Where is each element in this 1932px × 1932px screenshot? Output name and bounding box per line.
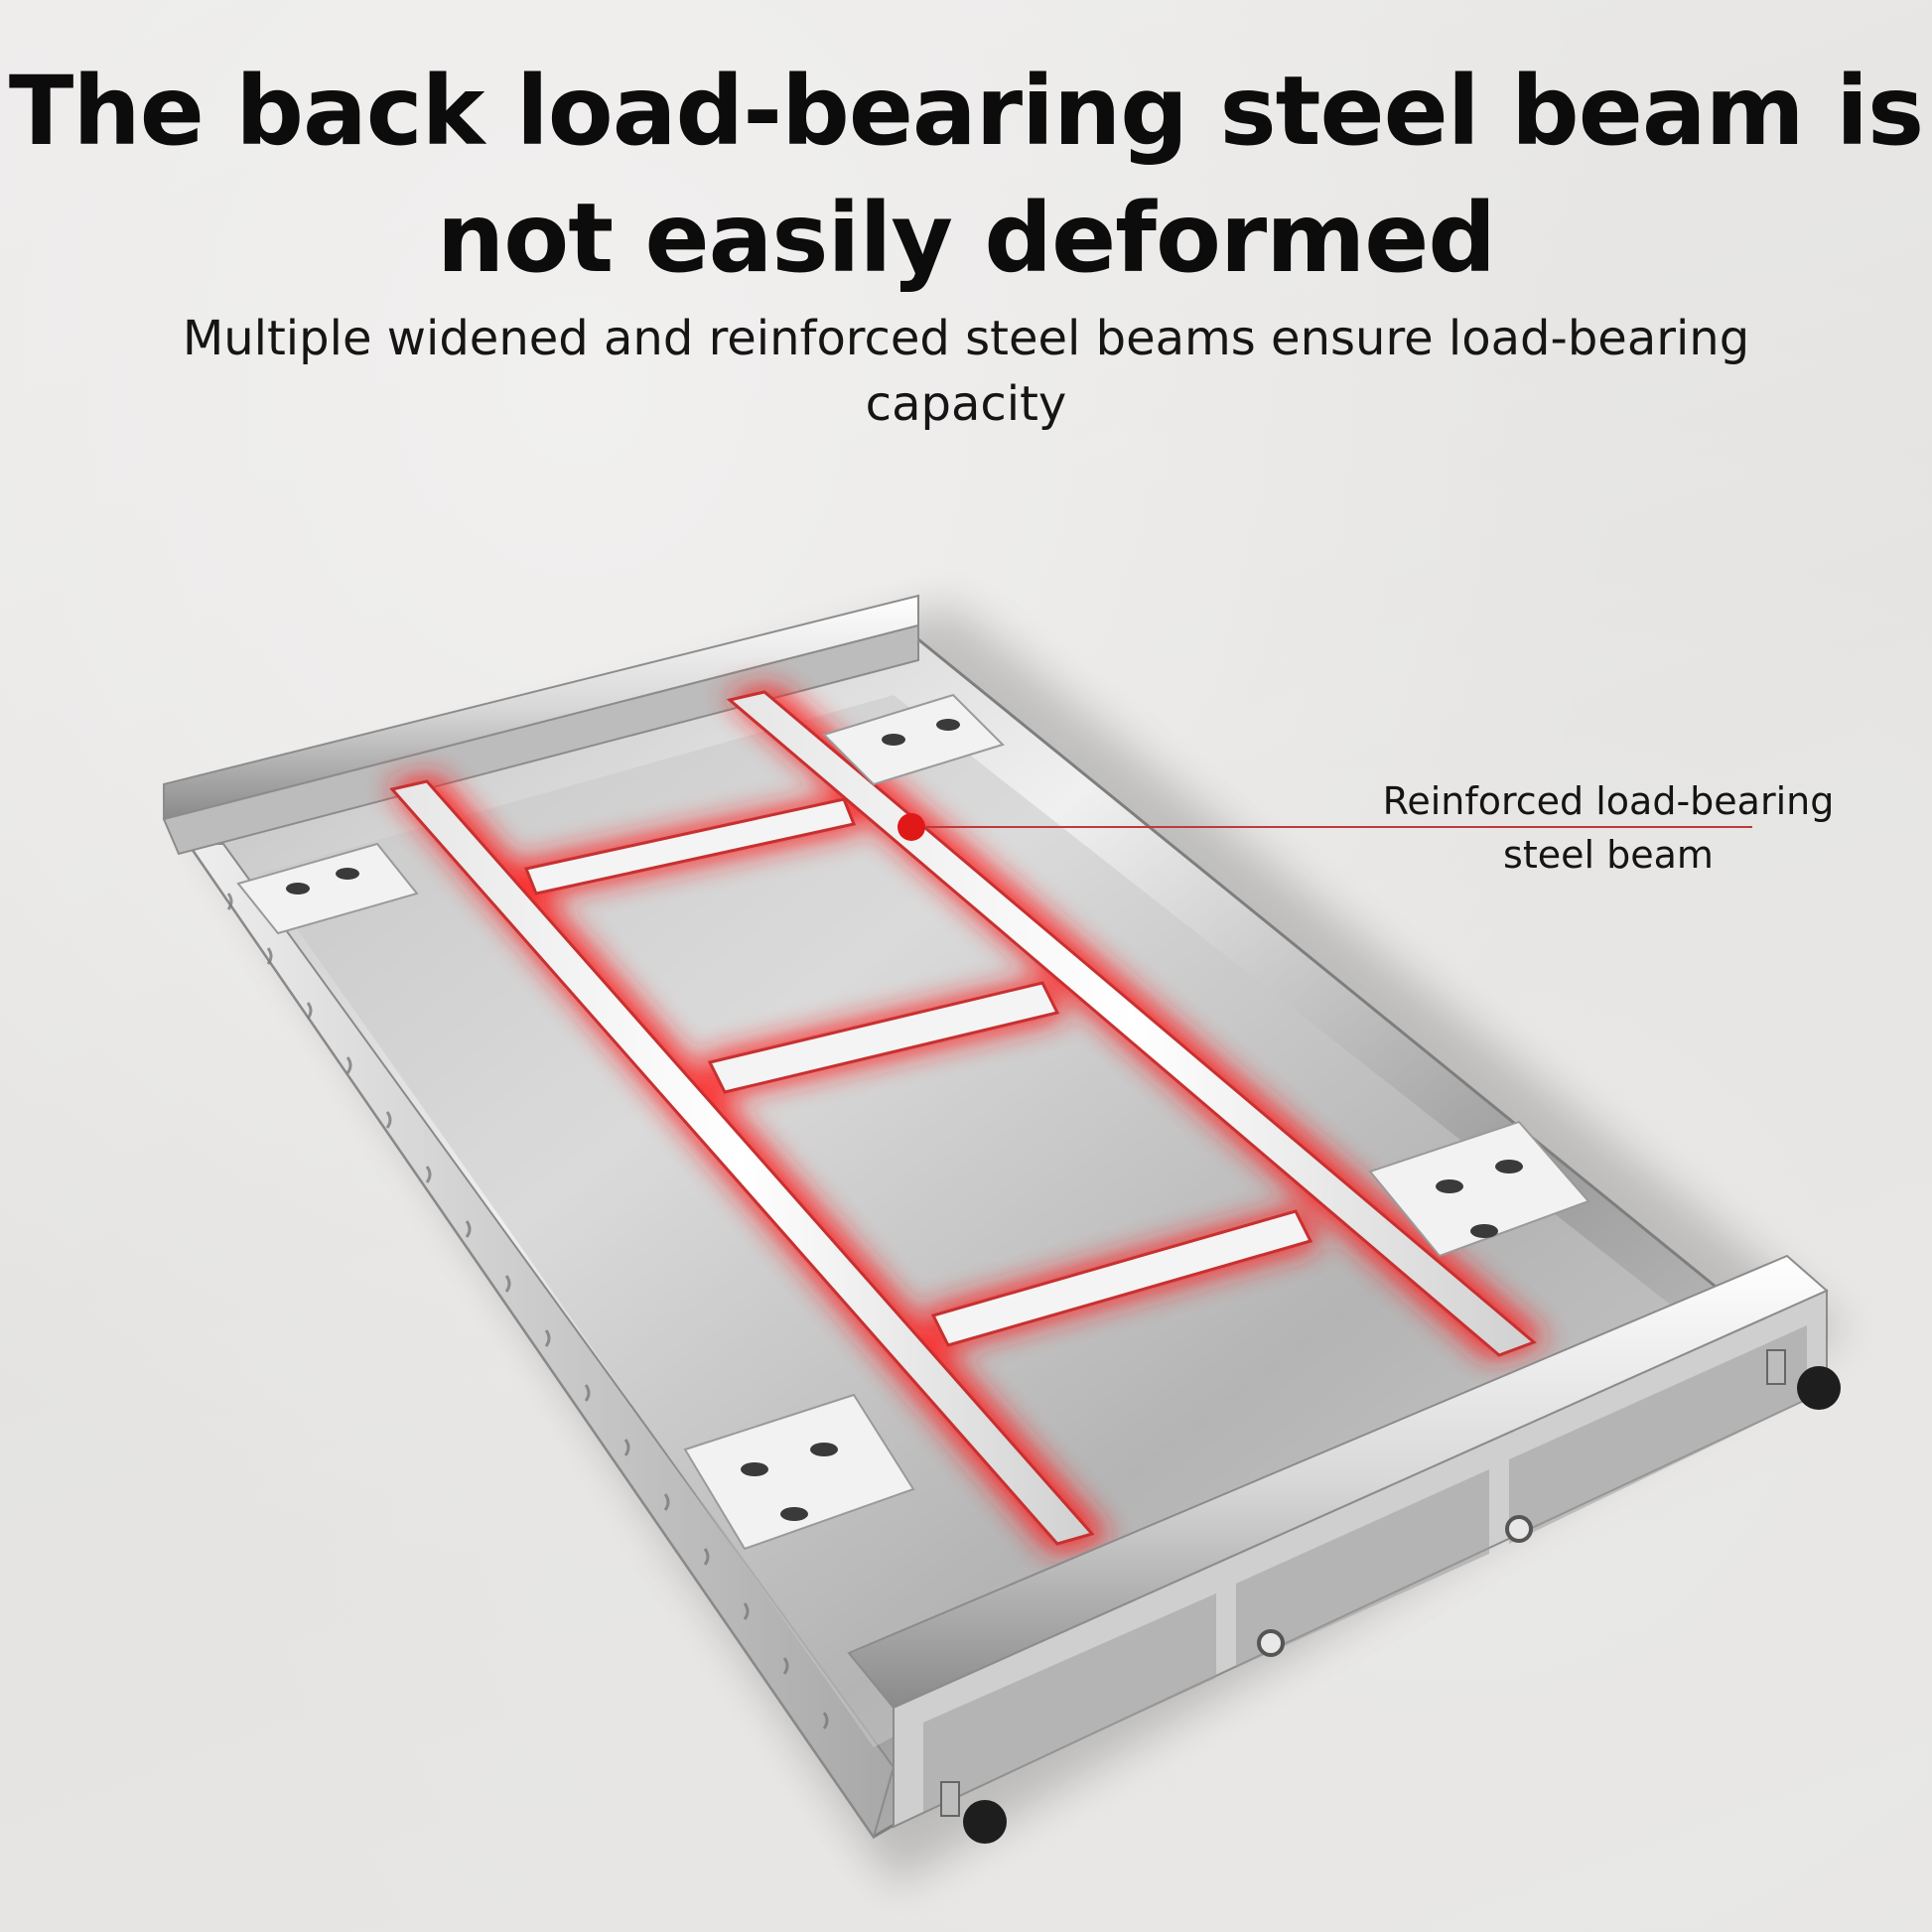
callout-marker xyxy=(897,813,925,841)
mounting-plate-top-right xyxy=(822,693,1005,786)
subheadline: Multiple widened and reinforced steel be… xyxy=(182,311,1750,432)
headline: The back load-bearing steel beam is not … xyxy=(8,56,1924,294)
cross-beam-1 xyxy=(523,797,857,896)
front-bolt-2 xyxy=(1505,1515,1533,1543)
cross-beam-3 xyxy=(930,1209,1313,1347)
front-bolt-1 xyxy=(1257,1629,1285,1657)
side-wall-dimples xyxy=(226,893,829,1729)
longitudinal-beam-right xyxy=(726,690,1537,1357)
adjustable-foot-right xyxy=(1766,1349,1841,1410)
cross-beam-2 xyxy=(707,981,1060,1094)
mounting-plate-bottom-right xyxy=(1368,1120,1590,1258)
adjustable-foot-left xyxy=(940,1781,1007,1844)
mounting-plate-top-left xyxy=(236,842,419,935)
back-rail-face xyxy=(162,623,919,856)
mounting-plate-bottom-left xyxy=(683,1393,915,1551)
callout-label: Reinforced load-bearing steel beam xyxy=(1382,779,1835,877)
longitudinal-beam-left xyxy=(389,779,1095,1546)
front-rail-panels xyxy=(923,1325,1807,1812)
